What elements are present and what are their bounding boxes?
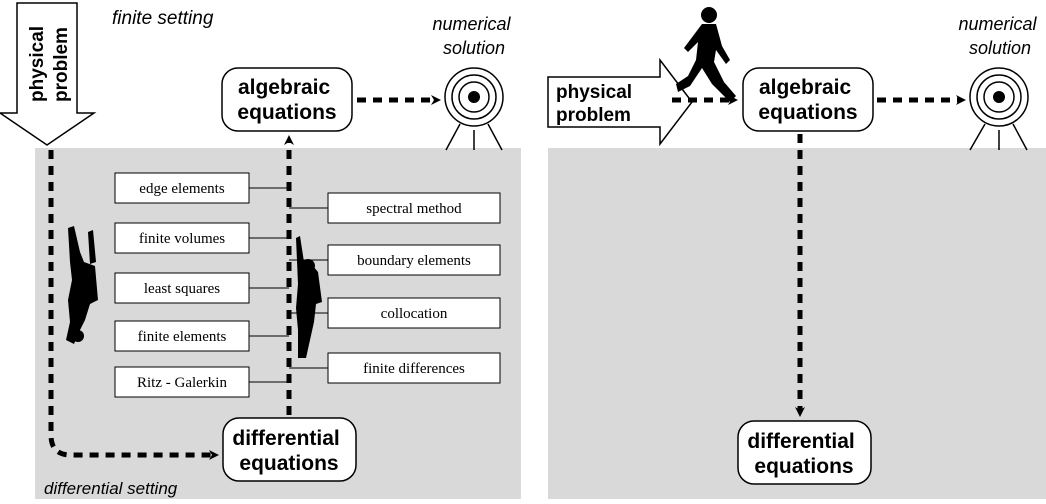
differential-equations-box-right: differential equations	[737, 420, 872, 485]
differential-line2: equations	[239, 452, 338, 475]
target-icon	[444, 67, 504, 151]
svg-text:spectral method: spectral method	[366, 201, 462, 217]
physical-problem-right-line2: problem	[556, 105, 631, 126]
svg-text:finite volumes: finite volumes	[139, 231, 225, 247]
physical-problem-arrow: physical problem	[0, 2, 97, 146]
method-box-finite-volumes: finite volumes	[114, 222, 250, 254]
algebraic-equations-box-right: algebraic equations	[742, 67, 874, 132]
finite-setting-caption: finite setting	[112, 8, 214, 29]
numerical-solution-label-right: numerical solution	[958, 14, 1041, 58]
method-box-least-squares: least squares	[114, 272, 250, 304]
algebraic-equations-box: algebraic equations	[221, 67, 353, 132]
svg-text:differential equations: differential equations	[747, 430, 860, 478]
method-box-boundary-elements: boundary elements	[327, 244, 501, 276]
numerical-solution-label: numerical solution	[432, 14, 515, 58]
svg-text:collocation: collocation	[381, 306, 448, 322]
method-box-spectral-method: spectral method	[327, 192, 501, 224]
svg-text:finite elements: finite elements	[138, 329, 227, 345]
method-box-edge-elements: edge elements	[114, 172, 250, 204]
svg-text:boundary elements: boundary elements	[357, 253, 471, 269]
method-box-finite-differences: finite differences	[327, 352, 501, 384]
differential-equations-box: differential equations	[222, 417, 357, 482]
svg-text:algebraic equations: algebraic equations	[758, 76, 857, 124]
svg-text:differential equations: differential equations	[232, 427, 345, 475]
svg-text:algebraic equations: algebraic equations	[237, 76, 336, 124]
walker-icon	[676, 7, 736, 102]
physical-problem-right-line1: physical	[556, 82, 632, 103]
method-box-finite-elements: finite elements	[114, 320, 250, 352]
method-connectors	[249, 187, 328, 383]
physical-problem-line2: problem	[51, 27, 72, 102]
svg-text:finite differences: finite differences	[363, 361, 465, 377]
svg-text:problem: problem	[51, 27, 72, 102]
swimmer-icon-diving	[66, 226, 98, 344]
differential-line1: differential	[232, 427, 339, 450]
svg-text:physical problem: physical problem	[556, 82, 637, 126]
svg-text:edge elements: edge elements	[139, 181, 225, 197]
differential-setting-caption: differential setting	[44, 479, 178, 498]
method-box-ritz-galerkin: Ritz - Galerkin	[114, 366, 250, 398]
physical-problem-line1: physical	[27, 26, 48, 102]
algebraic-line2: equations	[237, 101, 336, 124]
svg-text:physical: physical	[27, 26, 48, 102]
svg-text:Ritz - Galerkin: Ritz - Galerkin	[137, 375, 227, 391]
algebraic-line1: algebraic	[238, 76, 331, 99]
swimmer-icon-rising	[296, 236, 322, 358]
target-icon-right	[969, 67, 1029, 151]
method-box-collocation: collocation	[327, 297, 501, 329]
svg-text:least squares: least squares	[144, 281, 220, 297]
physical-problem-arrow-right: physical problem	[547, 57, 693, 147]
